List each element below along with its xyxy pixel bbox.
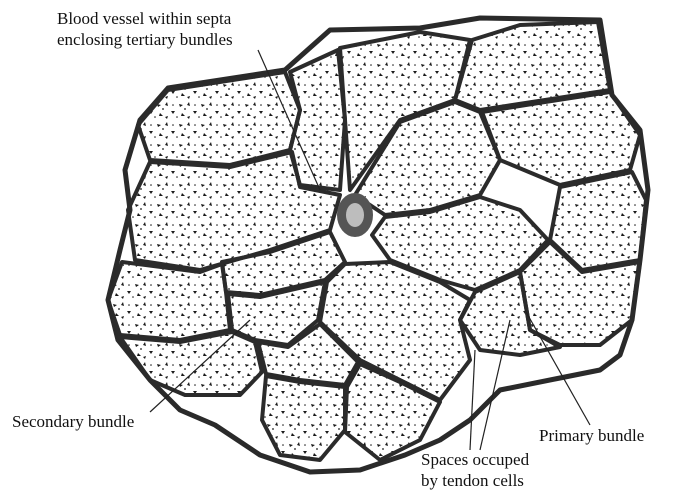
spaces-label-line2: by tendon cells [421, 470, 529, 491]
blood-vessel-label: Blood vessel within septa enclosing tert… [57, 8, 233, 50]
blood-vessel-label-line2: enclosing tertiary bundles [57, 29, 233, 50]
secondary-bundle-2 [290, 50, 345, 190]
blood-vessel-label-line1: Blood vessel within septa [57, 8, 233, 29]
spaces-label-line1: Spaces occuped [421, 449, 529, 470]
primary-bundle-label: Primary bundle [539, 425, 644, 446]
central-blood-vessel [337, 193, 373, 237]
spaces-label: Spaces occuped by tendon cells [421, 449, 529, 491]
secondary-bundles [108, 22, 646, 460]
secondary-bundle-16 [120, 332, 262, 395]
secondary-bundle-18 [262, 376, 345, 460]
secondary-bundle-1 [138, 72, 300, 165]
secondary-bundle-11 [108, 262, 230, 340]
secondary-bundle-label: Secondary bundle [12, 411, 134, 432]
